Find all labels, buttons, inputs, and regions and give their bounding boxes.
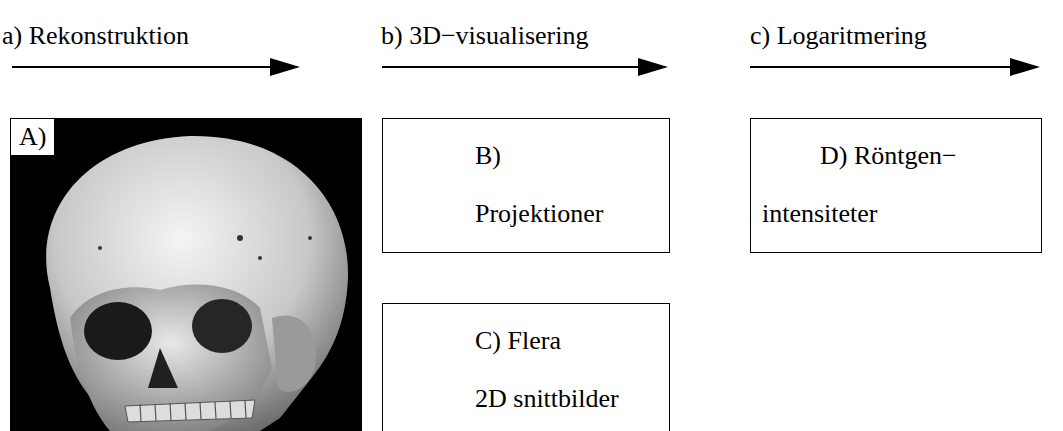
step-label: c) Logaritmering bbox=[750, 20, 927, 52]
label-box: A) bbox=[10, 118, 55, 156]
node-text: A) bbox=[19, 123, 46, 151]
step-label: a) Rekonstruktion bbox=[2, 20, 189, 52]
arrow-head bbox=[270, 58, 300, 76]
node-text: C) Flera 2D snittbilder bbox=[475, 312, 619, 428]
process-box: D) Röntgen− intensiteter bbox=[750, 118, 1042, 253]
node-text: D) Röntgen− intensiteter bbox=[820, 127, 957, 243]
process-box: B) Projektioner bbox=[382, 118, 670, 253]
step-label: b) 3D−visualisering bbox=[381, 20, 588, 52]
skull-illustration bbox=[10, 118, 362, 431]
node-text: B) Projektioner bbox=[475, 127, 604, 243]
illustration-panel: A) bbox=[10, 118, 362, 431]
process-box: C) Flera 2D snittbilder bbox=[382, 303, 670, 431]
step-arrow bbox=[382, 66, 640, 68]
arrow-head bbox=[1010, 58, 1040, 76]
step-arrow bbox=[750, 66, 1012, 68]
arrow-head bbox=[638, 58, 668, 76]
step-arrow bbox=[12, 66, 272, 68]
